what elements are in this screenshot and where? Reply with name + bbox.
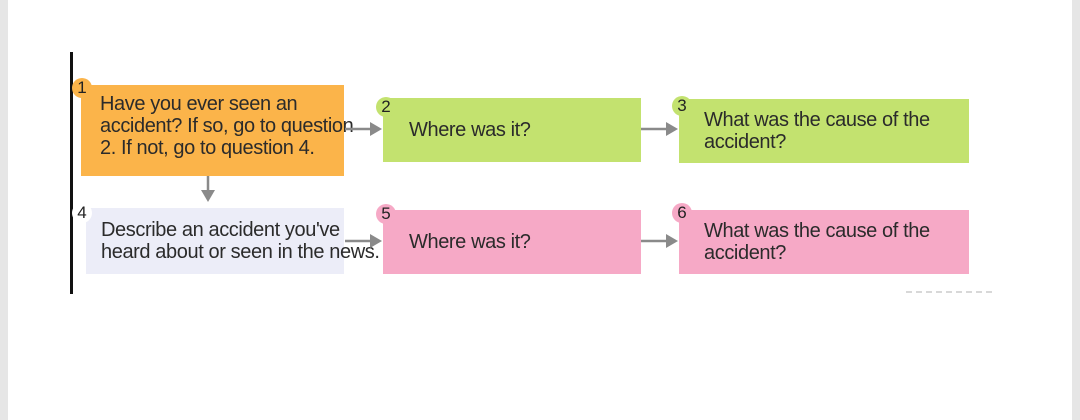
faint-dashed-mark <box>906 291 992 295</box>
box-2-text: Where was it? <box>409 119 531 141</box>
box-1-line-3: 2. If not, go to question 4. <box>100 137 315 159</box>
box-2-where-was-it: Where was it? <box>383 98 641 162</box>
badge-6: 6 <box>672 203 692 223</box>
box-5-where-was-it: Where was it? <box>383 210 641 274</box>
box-4-describe-accident: Describe an accident you've heard about … <box>86 208 380 274</box>
box-3-line-2: accident? <box>704 131 787 153</box>
left-margin-line <box>70 52 73 294</box>
badge-5: 5 <box>376 204 396 224</box>
arrow-4-to-5-icon <box>345 234 382 248</box>
box-4-line-1: Describe an accident you've <box>101 219 340 241</box>
worksheet-page: Have you ever seen an accident? If so, g… <box>8 0 1072 420</box>
arrow-5-to-6-icon <box>641 234 678 248</box>
box-6-line-1: What was the cause of the <box>704 220 930 242</box>
box-1-line-1: Have you ever seen an <box>100 93 298 115</box>
badge-3: 3 <box>672 96 692 116</box>
badge-4: 4 <box>72 203 92 223</box>
arrow-1-to-2-icon <box>345 122 382 136</box>
box-5-text: Where was it? <box>409 231 531 253</box>
box-6-cause-of-accident: What was the cause of the accident? <box>679 210 969 274</box>
box-3-cause-of-accident: What was the cause of the accident? <box>679 99 969 163</box>
badge-2: 2 <box>376 97 396 117</box>
arrow-2-to-3-icon <box>641 122 678 136</box>
badge-1: 1 <box>72 78 92 98</box>
box-1-line-2: accident? If so, go to question <box>100 115 354 137</box>
box-4-line-2: heard about or seen in the news. <box>101 241 380 263</box>
box-1-question-seen-accident: Have you ever seen an accident? If so, g… <box>81 85 354 176</box>
box-3-line-1: What was the cause of the <box>704 109 930 131</box>
box-6-line-2: accident? <box>704 242 787 264</box>
arrow-1-to-4-icon <box>201 176 215 202</box>
